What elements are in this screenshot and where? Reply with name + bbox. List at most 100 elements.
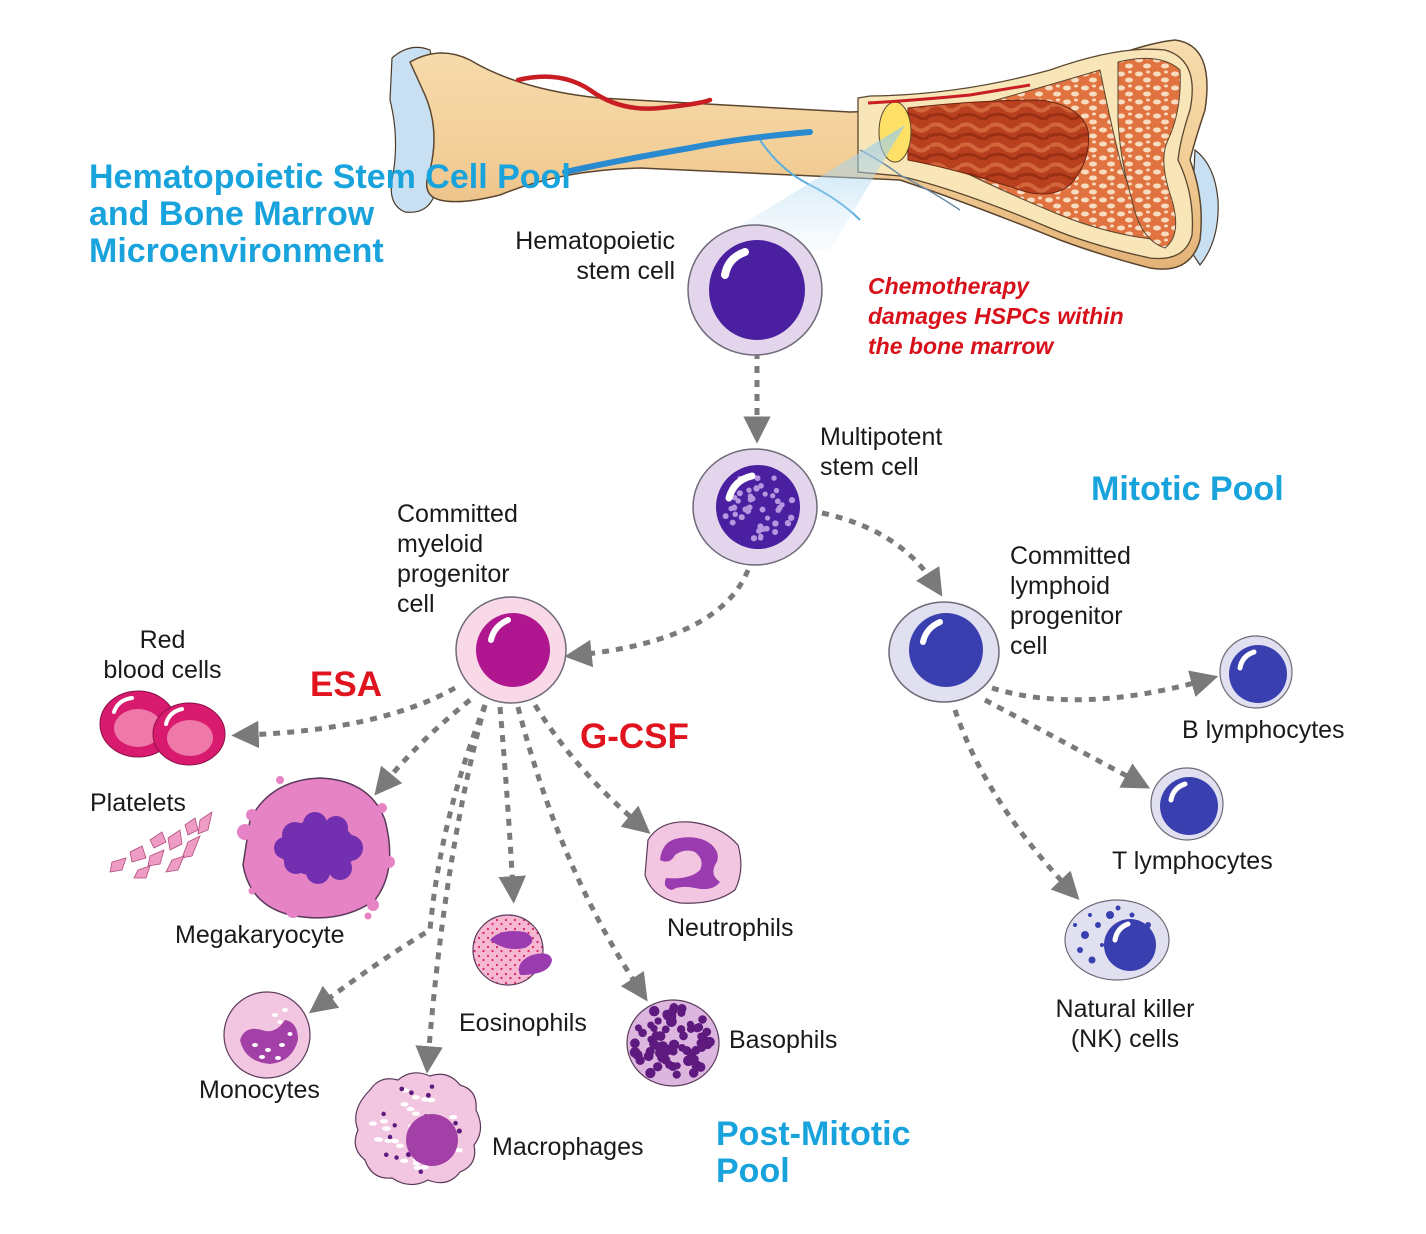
granule bbox=[647, 1021, 655, 1029]
spongy-bone-epiphysis bbox=[1117, 57, 1181, 249]
label-esa: ESA bbox=[310, 665, 382, 704]
granule bbox=[411, 1111, 420, 1116]
cell-macrophage bbox=[354, 1072, 482, 1186]
vein bbox=[562, 129, 813, 175]
granule bbox=[722, 513, 729, 520]
granule bbox=[383, 1152, 389, 1158]
granule bbox=[456, 1128, 462, 1134]
artery bbox=[515, 74, 713, 111]
artery-marrow bbox=[867, 83, 1031, 105]
label-gcsf: G-CSF bbox=[580, 717, 689, 756]
granule bbox=[764, 515, 771, 521]
cell-hematopoietic-stem-cell bbox=[687, 224, 823, 356]
granule bbox=[776, 504, 783, 511]
granule bbox=[413, 1165, 422, 1170]
label-monocytes: Monocytes bbox=[199, 1076, 320, 1104]
arrow-myeloid-to-megakaryocyte bbox=[374, 698, 472, 796]
granule bbox=[738, 514, 745, 521]
bone-illustration bbox=[389, 39, 1219, 270]
granule bbox=[667, 1011, 677, 1021]
granule bbox=[736, 490, 743, 497]
granule bbox=[687, 1049, 697, 1059]
granule bbox=[699, 1031, 708, 1041]
arrow-myeloid-to-rbc bbox=[231, 685, 457, 749]
granule bbox=[653, 1041, 663, 1051]
granule bbox=[406, 1106, 415, 1112]
granule bbox=[382, 1126, 391, 1131]
lineage-arrows bbox=[231, 352, 1219, 1074]
cell-neutrophil bbox=[644, 821, 742, 904]
cell-platelets bbox=[109, 811, 213, 879]
granule bbox=[735, 498, 741, 504]
label-platelets: Platelets bbox=[90, 789, 186, 817]
granule bbox=[651, 1031, 661, 1041]
granule bbox=[731, 494, 738, 501]
granule bbox=[668, 1039, 680, 1050]
granule bbox=[429, 1084, 435, 1089]
cell-basophil bbox=[626, 999, 720, 1087]
granule bbox=[785, 520, 792, 527]
granule bbox=[409, 1090, 414, 1096]
granule bbox=[384, 1138, 393, 1143]
chemotherapy-annotation: Chemotherapy damages HSPCs within the bo… bbox=[868, 273, 1124, 359]
arrow-lymphoid-to-t bbox=[983, 697, 1151, 789]
cell-nk bbox=[1064, 899, 1170, 981]
label-neutrophils: Neutrophils bbox=[667, 914, 794, 942]
granule bbox=[758, 483, 764, 489]
cell-myeloid-progenitor bbox=[455, 596, 567, 704]
cell-multipotent-stem-cell bbox=[692, 448, 818, 566]
granule bbox=[368, 1121, 377, 1126]
arrow-myeloid-to-monocytes bbox=[308, 704, 488, 1014]
granule bbox=[694, 1023, 704, 1032]
granule bbox=[643, 1051, 654, 1062]
granule bbox=[686, 1024, 695, 1033]
title-hsc-pool: Hematopoietic Stem Cell Pool and Bone Ma… bbox=[89, 158, 571, 270]
label-lymphoid-progenitor: Committed lymphoid progenitor cell bbox=[1010, 542, 1131, 660]
label-multipotent-stem-cell: Multipotent stem cell bbox=[820, 423, 943, 481]
granule bbox=[400, 1158, 409, 1164]
granule bbox=[732, 511, 739, 518]
granule bbox=[788, 497, 796, 504]
bone-marrow bbox=[907, 99, 1090, 195]
cell-eosinophil bbox=[472, 914, 552, 986]
granule bbox=[672, 1070, 681, 1079]
cell-t-lymphocyte bbox=[1150, 767, 1224, 841]
cell-monocyte bbox=[223, 991, 311, 1079]
granule bbox=[635, 1055, 645, 1066]
zoom-beam bbox=[700, 125, 905, 250]
granule bbox=[418, 1169, 424, 1175]
granule bbox=[679, 1031, 688, 1041]
granule bbox=[411, 1095, 420, 1100]
label-eosinophils: Eosinophils bbox=[459, 1009, 587, 1037]
granule bbox=[454, 1147, 463, 1153]
granule bbox=[698, 1015, 707, 1024]
granule bbox=[759, 506, 766, 513]
granule bbox=[653, 1062, 663, 1072]
label-macrophages: Macrophages bbox=[492, 1133, 644, 1161]
granule bbox=[688, 1068, 699, 1078]
granule bbox=[449, 1114, 458, 1120]
granule bbox=[787, 514, 795, 521]
granule bbox=[677, 1008, 686, 1017]
granule bbox=[427, 1097, 436, 1103]
cell-red-blood-cells bbox=[99, 690, 226, 766]
granule bbox=[770, 493, 776, 499]
arrow-myeloid-to-basophils bbox=[515, 706, 648, 1002]
granule bbox=[395, 1143, 404, 1149]
granule bbox=[661, 1055, 671, 1065]
label-b-lymphocytes: B lymphocytes bbox=[1182, 716, 1345, 744]
granule bbox=[754, 475, 761, 482]
granule bbox=[750, 535, 758, 542]
granule bbox=[772, 520, 779, 527]
label-t-lymphocytes: T lymphocytes bbox=[1112, 847, 1273, 875]
granule bbox=[772, 528, 779, 535]
arrow-myeloid-to-neutrophils bbox=[532, 703, 651, 834]
label-myeloid-progenitor: Committed myeloid progenitor cell bbox=[397, 500, 518, 618]
granule bbox=[654, 1017, 662, 1025]
granule bbox=[394, 1155, 399, 1160]
granule bbox=[648, 1005, 660, 1017]
granule bbox=[425, 1092, 431, 1098]
label-megakaryocyte: Megakaryocyte bbox=[175, 921, 345, 949]
granule bbox=[757, 523, 764, 530]
label-mitotic-pool: Mitotic Pool bbox=[1091, 470, 1284, 508]
